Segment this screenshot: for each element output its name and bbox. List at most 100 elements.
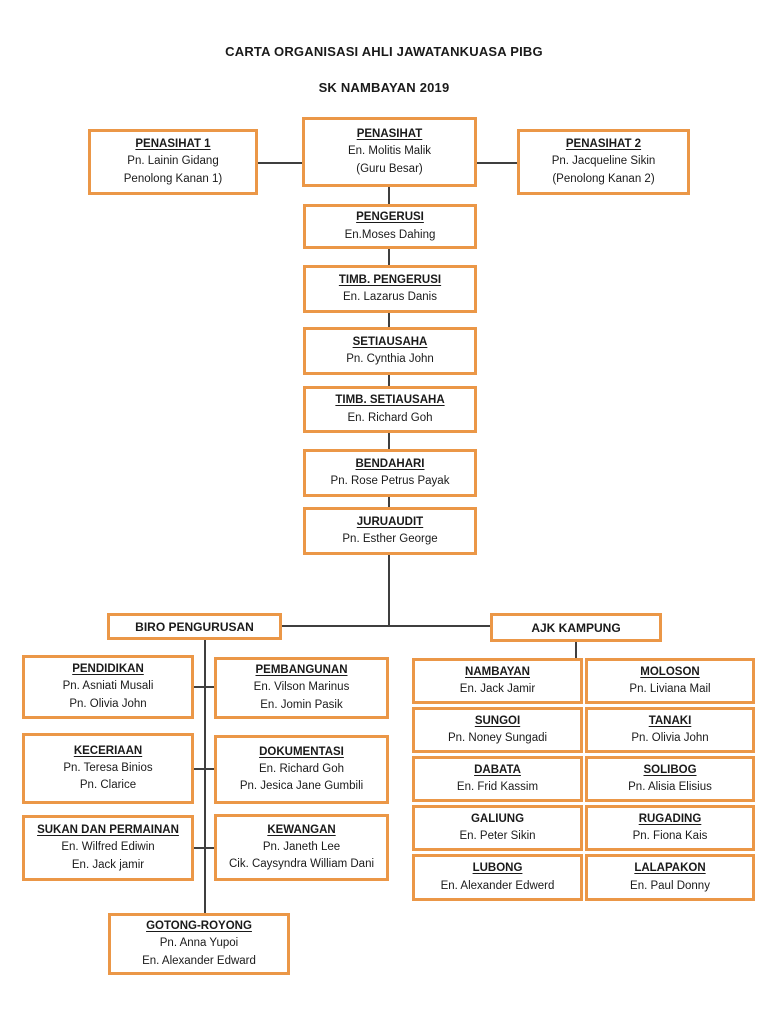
box-title: SUKAN DAN PERMAINAN — [37, 824, 179, 837]
box-title: GOTONG-ROYONG — [146, 920, 252, 933]
box-title: PENASIHAT 1 — [135, 138, 211, 151]
box-member: Pn. Janeth Lee — [262, 840, 341, 853]
connector-chain-4 — [388, 374, 390, 387]
connector-penasihat1 — [256, 162, 304, 164]
box-title: SETIAUSAHA — [352, 335, 428, 348]
org-box-lalapakon: LALAPAKON En. Paul Donny — [585, 854, 755, 901]
chart-subtitle: SK NAMBAYAN 2019 — [318, 80, 450, 95]
box-title: TIMB. SETIAUSAHA — [335, 394, 445, 407]
box-member: En. Jack Jamir — [459, 683, 536, 695]
box-title: NAMBAYAN — [465, 665, 530, 678]
box-member: En. Alexander Edwerd — [440, 879, 555, 892]
box-title: TANAKI — [648, 714, 692, 727]
box-title: RUGADING — [638, 812, 702, 825]
org-box-rugading: RUGADING Pn. Fiona Kais — [585, 805, 755, 851]
org-box-moloson: MOLOSON Pn. Liviana Mail — [585, 658, 755, 704]
org-box-pembangunan: PEMBANGUNAN En. Vilson Marinus En. Jomin… — [214, 657, 389, 719]
box-member: Pn. Lainin Gidang — [127, 155, 219, 168]
box-member: En. Jomin Pasik — [260, 698, 343, 711]
org-box-pengerusi: PENGERUSI En.Moses Dahing — [303, 204, 477, 249]
box-member: En. Vilson Marinus — [253, 681, 350, 694]
connector-branch-split — [281, 625, 491, 627]
box-member: Pn. Jesica Jane Gumbili — [239, 780, 364, 793]
box-title: LUBONG — [472, 862, 523, 875]
box-member: En. Paul Donny — [630, 879, 710, 892]
connector-chain-5 — [388, 432, 390, 450]
org-box-pendidikan: PENDIDIKAN Pn. Asniati Musali Pn. Olivia… — [22, 655, 194, 719]
box-member: Pn. Esther George — [342, 533, 438, 545]
org-box-solibog: SOLIBOG Pn. Alisia Elisius — [585, 756, 755, 802]
box-member: Penolong Kanan 1) — [123, 172, 223, 185]
box-member: En. Lazarus Danis — [343, 291, 437, 303]
box-member: Pn. Alisia Elisius — [628, 781, 712, 793]
org-box-sukan: SUKAN DAN PERMAINAN En. Wilfred Ediwin E… — [22, 815, 194, 881]
connector-stub-row3 — [192, 847, 217, 849]
box-member: En. Richard Goh — [258, 762, 344, 775]
box-member: En. Frid Kassim — [456, 781, 539, 793]
box-title: LALAPAKON — [634, 862, 706, 875]
box-title: SOLIBOG — [643, 763, 697, 776]
box-title: TIMB. PENGERUSI — [338, 273, 442, 286]
box-title: DOKUMENTASI — [259, 745, 344, 758]
org-box-biro-pengurusan: BIRO PENGURUSAN — [107, 613, 282, 640]
box-title: PENASIHAT — [356, 128, 423, 141]
org-box-keceriaan: KECERIAAN Pn. Teresa Binios Pn. Clarice — [22, 733, 194, 804]
org-box-nambayan: NAMBAYAN En. Jack Jamir — [412, 658, 583, 704]
box-member: En. Jack jamir — [71, 858, 145, 871]
org-box-galiung: GALIUNG En. Peter Sikin — [412, 805, 583, 851]
box-member: Pn. Rose Petrus Payak — [330, 475, 450, 487]
org-box-penasihat2: PENASIHAT 2 Pn. Jacqueline Sikin (Penolo… — [517, 129, 690, 195]
connector-chain-2 — [388, 248, 390, 267]
box-member: Pn. Asniati Musali — [62, 680, 154, 693]
box-member: (Guru Besar) — [356, 162, 423, 175]
org-box-lubong: LUBONG En. Alexander Edwerd — [412, 854, 583, 901]
connector-chain-6 — [388, 496, 390, 508]
org-box-gotong-royong: GOTONG-ROYONG Pn. Anna Yupoi En. Alexand… — [108, 913, 290, 975]
box-member: (Penolong Kanan 2) — [552, 172, 655, 185]
box-title: PEMBANGUNAN — [255, 664, 348, 677]
chart-title: CARTA ORGANISASI AHLI JAWATANKUASA PIBG — [225, 44, 543, 59]
box-member: Cik. Caysyndra William Dani — [228, 858, 375, 871]
connector-stub-row2 — [192, 768, 217, 770]
box-title: GALIUNG — [470, 812, 525, 825]
box-member: Pn. Teresa Binios — [63, 761, 153, 774]
box-title: SUNGOI — [474, 714, 521, 727]
box-member: Pn. Jacqueline Sikin — [551, 155, 656, 168]
box-title: KECERIAAN — [73, 744, 143, 757]
box-member: En. Wilfred Ediwin — [61, 841, 155, 854]
org-box-timb-pengerusi: TIMB. PENGERUSI En. Lazarus Danis — [303, 265, 477, 313]
org-box-dokumentasi: DOKUMENTASI En. Richard Goh Pn. Jesica J… — [214, 735, 389, 804]
connector-chain-7 — [388, 554, 390, 627]
org-box-ajk-kampung: AJK KAMPUNG — [490, 613, 662, 642]
box-member: Pn. Anna Yupoi — [159, 937, 239, 950]
org-box-kewangan: KEWANGAN Pn. Janeth Lee Cik. Caysyndra W… — [214, 814, 389, 881]
org-box-juruaudit: JURUAUDIT Pn. Esther George — [303, 507, 477, 555]
box-member: En. Alexander Edward — [142, 954, 256, 967]
box-member: Pn. Cynthia John — [346, 353, 434, 365]
org-box-dabata: DABATA En. Frid Kassim — [412, 756, 583, 802]
box-title: PENDIDIKAN — [72, 663, 144, 676]
box-title: AJK KAMPUNG — [531, 620, 621, 635]
connector-biro-trunk — [204, 639, 206, 915]
connector-chain-3 — [388, 312, 390, 328]
box-member: En.Moses Dahing — [344, 228, 436, 241]
connector-penasihat2 — [475, 162, 519, 164]
box-member: En. Peter Sikin — [459, 830, 536, 842]
box-title: DABATA — [474, 763, 521, 776]
org-box-setiausaha: SETIAUSAHA Pn. Cynthia John — [303, 327, 477, 375]
box-title: PENGERUSI — [356, 211, 424, 224]
connector-chain-1 — [388, 186, 390, 206]
org-box-sungoi: SUNGOI Pn. Noney Sungadi — [412, 707, 583, 753]
box-title: JURUAUDIT — [356, 515, 424, 528]
box-member: Pn. Clarice — [79, 779, 137, 792]
box-member: Pn. Fiona Kais — [632, 830, 708, 842]
box-title: MOLOSON — [640, 665, 700, 678]
box-member: Pn. Olivia John — [631, 732, 709, 744]
org-box-timb-setiausaha: TIMB. SETIAUSAHA En. Richard Goh — [303, 386, 477, 433]
box-title: KEWANGAN — [267, 823, 336, 836]
box-member: Pn. Noney Sungadi — [447, 732, 548, 744]
connector-stub-row1 — [192, 686, 217, 688]
org-box-bendahari: BENDAHARI Pn. Rose Petrus Payak — [303, 449, 477, 497]
box-title: BENDAHARI — [355, 457, 425, 470]
